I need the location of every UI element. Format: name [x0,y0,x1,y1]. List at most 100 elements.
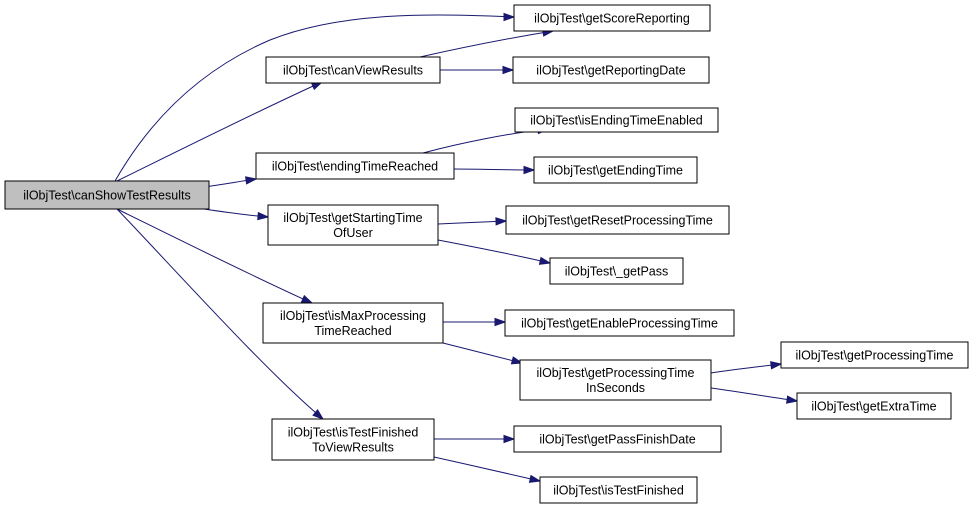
arrowhead-icon [523,165,536,175]
node-label: ilObjTest\getEndingTime [548,164,683,178]
node-layer: ilObjTest\canShowTestResults ilObjTest\ge… [4,4,969,504]
edge-line [437,239,551,264]
node-isEndingTimeEnabled[interactable]: ilObjTest\isEndingTimeEnabled [514,107,719,133]
node-label: ilObjTest\getProcessingTime [537,366,695,380]
edge-getProcessingTimeInSeconds-to-getProcessingTime [710,361,783,374]
node-getScoreReporting[interactable]: ilObjTest\getScoreReporting [513,4,711,32]
edge-line [116,208,324,420]
edge-layer [114,12,799,483]
edge-line [710,387,798,402]
node-label: ilObjTest\isMaxProcessing [280,309,426,323]
node-isTestFinished[interactable]: ilObjTest\isTestFinished [539,476,698,504]
node-endingTimeReached[interactable]: ilObjTest\endingTimeReached [255,152,455,180]
node-getReportingDate[interactable]: ilObjTest\getReportingDate [512,56,710,84]
edge-canShowTestResults-to-isTestFinishedToViewResults [116,208,325,420]
node-getPassFinishDate[interactable]: ilObjTest\getPassFinishDate [513,425,722,453]
node-getExtraTime[interactable]: ilObjTest\getExtraTime [796,392,952,420]
edge-getProcessingTimeInSeconds-to-getExtraTime [710,387,799,404]
arrowhead-icon [257,211,270,221]
node-box [512,56,710,84]
node-label: ilObjTest\isEndingTimeEnabled [530,114,703,128]
node-canShowTestResults[interactable]: ilObjTest\canShowTestResults [4,180,210,210]
edge-canShowTestResults-to-endingTimeReached [203,176,258,188]
node-label: ToViewResults [312,441,394,455]
node-label: ilObjTest\isTestFinished [553,484,684,498]
node-getProcessingTime[interactable]: ilObjTest\getProcessingTime [780,341,969,369]
node-label: ilObjTest\getScoreReporting [534,12,690,26]
node-box [796,392,952,420]
node-canViewResults[interactable]: ilObjTest\canViewResults [265,56,441,84]
node-label: ilObjTest\getPassFinishDate [539,433,695,447]
arrowhead-icon [495,217,508,226]
edge-canViewResults-to-getReportingDate [440,65,515,75]
node-box [267,204,439,246]
node-label: ilObjTest\canViewResults [283,64,423,78]
arrowhead-icon [510,356,524,365]
node-label: ilObjTest\getResetProcessingTime [522,214,713,228]
node-label: ilObjTest\endingTimeReached [272,160,438,174]
node-box [262,302,444,344]
node-box [4,180,210,210]
edge-canShowTestResults-to-getScoreReporting [114,12,516,182]
node-box [513,425,722,453]
edge-isTestFinishedToViewResults-to-getPassFinishDate [434,434,516,444]
node-box [255,152,455,180]
edge-line [116,208,313,304]
arrowhead-icon [786,395,799,404]
node-box [549,257,684,285]
edge-line [419,30,554,58]
node-getEnableProcessingTime[interactable]: ilObjTest\getEnableProcessingTime [504,309,735,337]
arrowhead-icon [502,65,515,75]
edge-isTestFinishedToViewResults-to-isTestFinished [433,456,542,483]
node-box [265,56,441,84]
edge-getStartingTimeOfUser-to-_getPass [437,239,552,265]
node-box [514,107,719,133]
node-label: ilObjTest\getReportingDate [536,64,685,78]
node-label: ilObjTest\getProcessingTime [796,349,954,363]
node-box [513,4,711,32]
edge-line [116,81,323,182]
arrowhead-icon [245,176,258,185]
arrowhead-icon [528,474,542,483]
node-label: ilObjTest\isTestFinished [288,426,419,440]
node-getResetProcessingTime[interactable]: ilObjTest\getResetProcessingTime [505,205,730,235]
node-box [271,418,435,461]
arrowhead-icon [494,317,507,327]
node-box [505,205,730,235]
edge-line [114,14,515,182]
node-label: InSeconds [586,381,645,395]
node-box [539,476,698,504]
node-_getPass[interactable]: ilObjTest\_getPass [549,257,684,285]
edge-canViewResults-to-getScoreReporting [419,28,555,58]
node-label: ilObjTest\canShowTestResults [23,189,190,203]
node-box [780,341,969,369]
edge-endingTimeReached-to-getEndingTime [453,165,536,175]
arrowhead-icon [503,12,516,22]
node-box [533,156,698,184]
edge-isMaxProcessingTimeReached-to-getEnableProcessingTime [443,317,507,327]
node-label: ilObjTest\getStartingTime [283,211,422,225]
arrowhead-icon [503,434,516,444]
node-label: ilObjTest\getEnableProcessingTime [521,317,718,331]
node-label: ilObjTest\getExtraTime [811,400,936,414]
node-label: OfUser [333,226,373,240]
node-getEndingTime[interactable]: ilObjTest\getEndingTime [533,156,698,184]
node-label: TimeReached [314,324,391,338]
node-label: ilObjTest\_getPass [565,265,669,279]
edge-line [453,168,535,171]
edge-isMaxProcessingTimeReached-to-getProcessingTimeInSeconds [442,342,524,365]
node-box [504,309,735,337]
arrowhead-icon [538,256,552,265]
arrowhead-icon [770,361,783,370]
edge-getStartingTimeOfUser-to-getResetProcessingTime [437,217,508,226]
edge-line [710,363,782,374]
edge-line [422,128,549,154]
node-box [519,359,712,401]
edge-line [433,456,541,482]
edge-line [442,342,523,364]
